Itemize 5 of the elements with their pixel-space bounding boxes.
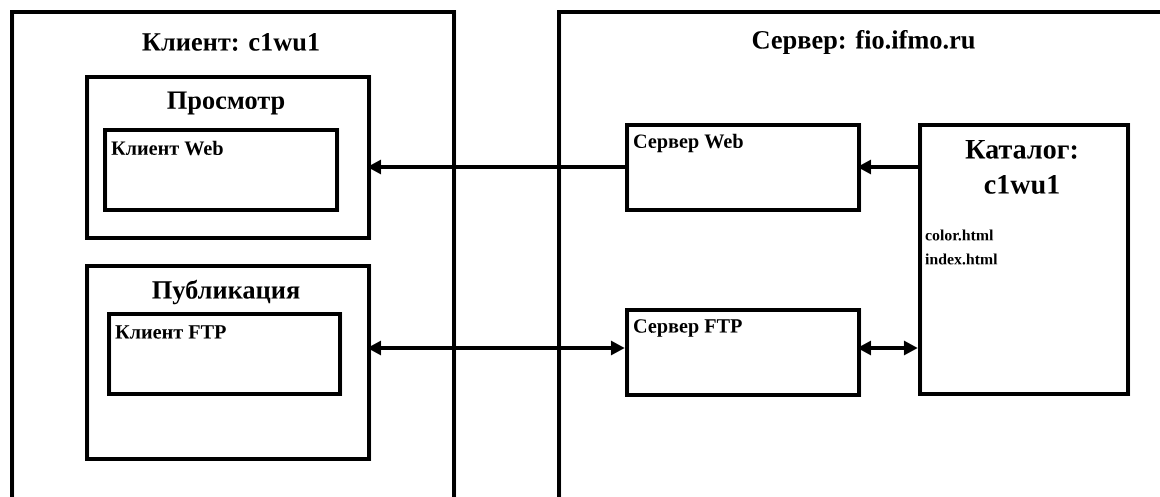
catalog-box: Каталог: c1wu1 color.html index.html [918,123,1131,397]
process-box: Сервер Web [625,123,862,213]
process-box: Клиент FTP [107,312,343,397]
process-box: Клиент Web [103,128,340,213]
process-box: Сервер FTP [625,308,862,398]
